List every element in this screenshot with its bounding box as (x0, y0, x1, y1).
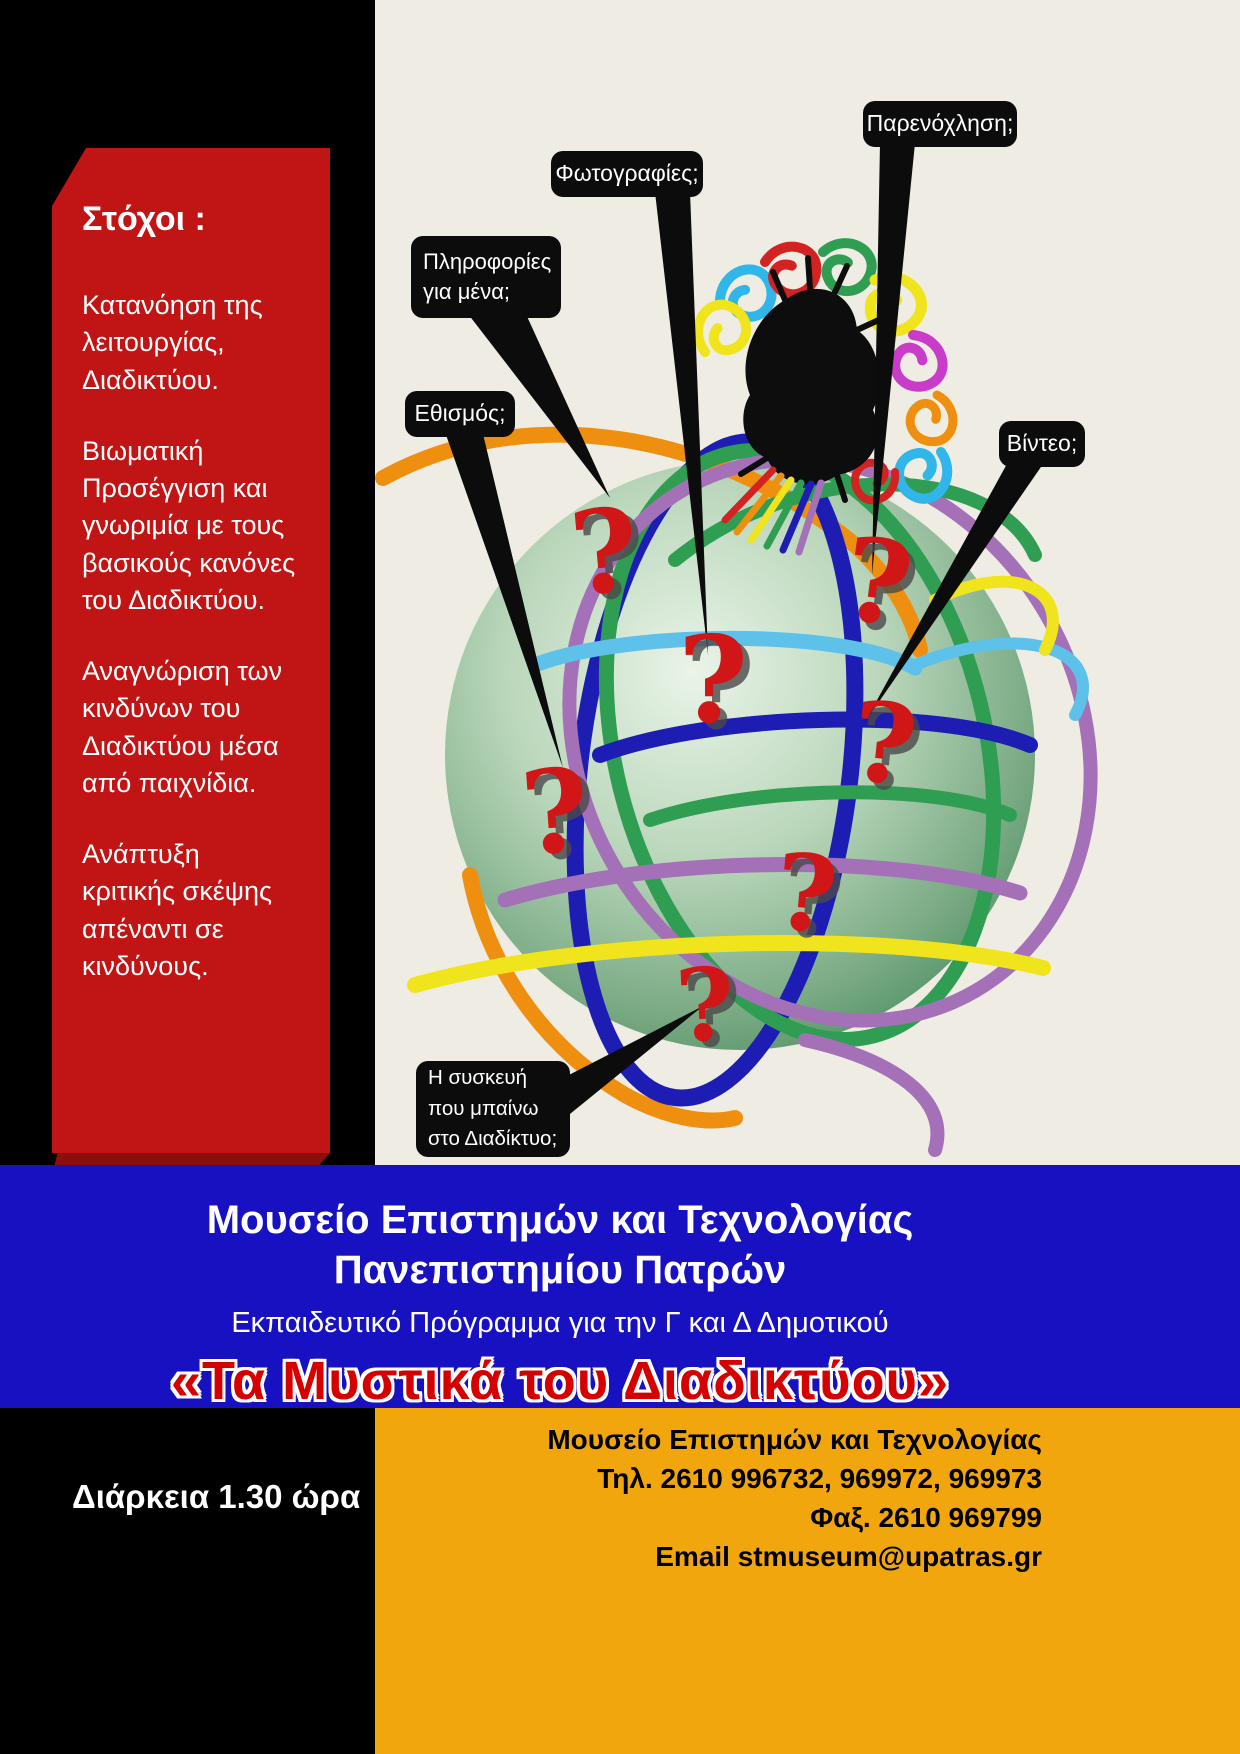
globe-illustration-area: ? ? ? ? ? ? ? ? ? ? ? ? (375, 0, 1240, 1165)
blue-band: Μουσείο Επιστημών και Τεχνολογίας Πανεπι… (0, 1165, 1240, 1411)
callout-video: Βίντεο; (999, 421, 1085, 467)
duration-text: Διάρκεια 1.30 ώρα (72, 1478, 361, 1515)
svg-text:?: ? (573, 488, 652, 628)
goals-heading: Στόχοι : (82, 200, 206, 238)
callout-addiction: Εθισμός; (405, 391, 515, 437)
program-subtitle: Εκπαιδευτικό Πρόγραμμα για την Γ και Δ Δ… (231, 1307, 889, 1339)
contact-panel: Μουσείο Επιστημών και Τεχνολογίας Τηλ. 2… (375, 1408, 1240, 1754)
svg-text:?: ? (517, 743, 594, 882)
svg-text:?: ? (565, 482, 644, 622)
svg-text:?: ? (524, 748, 601, 887)
svg-text:?: ? (678, 610, 748, 751)
svg-text:?: ? (777, 835, 849, 964)
callout-tails (445, 143, 1043, 1118)
duration-panel: Διάρκεια 1.30 ώρα (0, 1408, 375, 1754)
contact-email: Email stmuseum@upatras.gr (655, 1541, 1042, 1572)
callout-device: Η συσκευή που μπαίνω στο Διαδίκτυο; (416, 1061, 570, 1157)
globe-illustration: ? ? ? ? ? ? ? ? ? ? ? ? (375, 143, 1098, 1157)
callout-addiction-label: Εθισμός; (414, 400, 506, 427)
callout-photos: Φωτογραφίες; (551, 151, 703, 197)
svg-text:?: ? (685, 616, 755, 757)
svg-text:?: ? (680, 950, 745, 1071)
svg-text:?: ? (845, 676, 923, 811)
svg-text:?: ? (673, 945, 738, 1066)
museum-name-line2: Πανεπιστημίου Πατρών (333, 1248, 787, 1292)
contact-phone: Τηλ. 2610 996732, 969972, 969973 (597, 1463, 1042, 1494)
callout-photos-label: Φωτογραφίες; (555, 160, 699, 187)
contact-museum-name: Μουσείο Επιστημών και Τεχνολογίας (547, 1424, 1042, 1455)
goal-item: Ανάπτυξη κριτικής σκέψης απέναντι σε κιν… (82, 839, 273, 981)
contact-fax: Φαξ. 2610 969799 (810, 1502, 1042, 1533)
banner-fold-top (52, 148, 86, 206)
callout-device-label: Η συσκευή που μπαίνω στο Διαδίκτυο; (428, 1065, 558, 1151)
svg-text:?: ? (770, 829, 842, 958)
creature (693, 238, 958, 556)
svg-text:?: ? (852, 683, 930, 818)
callout-harassment: Παρενόχληση; (863, 101, 1017, 147)
museum-name-line1: Μουσείο Επιστημών και Τεχνολογίας (206, 1198, 914, 1242)
creature-rainbow-tentacles (721, 466, 825, 556)
callout-harassment-label: Παρενόχληση; (866, 110, 1014, 137)
callout-video-label: Βίντεο; (1006, 430, 1078, 457)
goal-item: Κατανόηση της λειτουργίας, Διαδικτύου. (82, 290, 263, 395)
goal-item: Βιωματική Προσέγγιση και γνωριμία με του… (82, 435, 296, 615)
callout-personal-info: Πληροφορίες για μένα; (411, 236, 561, 318)
goals-banner: Στόχοι : Κατανόηση της λειτουργίας, Διαδ… (52, 148, 330, 1175)
program-title: «Τα Μυστικά του Διαδικτύου» (170, 1351, 950, 1411)
question-marks: ? ? ? ? ? ? ? ? ? ? ? ? (517, 482, 930, 1071)
callout-personal-info-label: Πληροφορίες για μένα; (423, 249, 552, 304)
goal-item: Αναγνώριση των κινδύνων του Διαδικτύου μ… (82, 656, 283, 798)
